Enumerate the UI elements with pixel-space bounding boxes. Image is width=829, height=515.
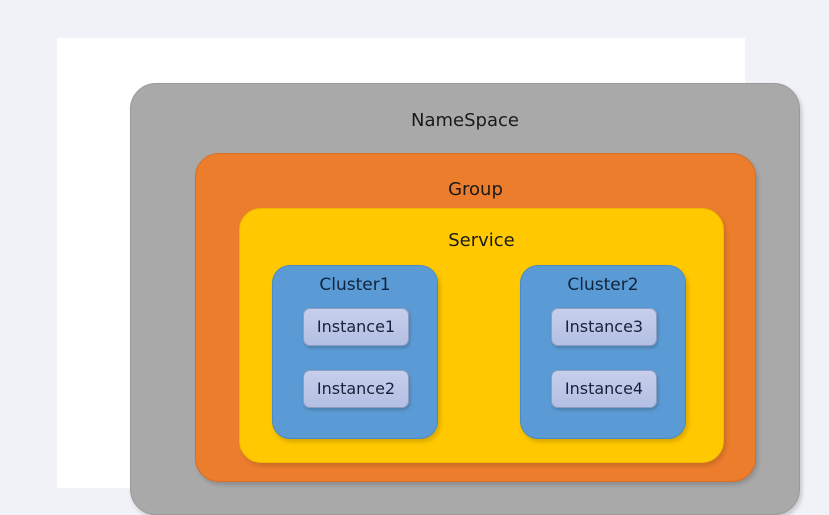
cluster-box: Cluster1 Instance1 Instance2 <box>272 265 438 439</box>
cluster-label: Cluster1 <box>319 275 391 295</box>
service-label: Service <box>448 230 515 251</box>
instance-label: Instance3 <box>564 317 644 336</box>
instance-box: Instance4 <box>551 370 657 408</box>
instance-label: Instance4 <box>564 379 644 398</box>
instance-label: Instance2 <box>316 379 396 398</box>
group-container: Group Service Cluster1 Instance1 Instanc… <box>195 153 756 482</box>
instance-box: Instance2 <box>303 370 409 408</box>
instance-box: Instance1 <box>303 308 409 346</box>
service-container: Service Cluster1 Instance1 Instance2 Clu… <box>239 208 724 463</box>
instance-label: Instance1 <box>316 317 396 336</box>
namespace-label: NameSpace <box>411 110 519 131</box>
group-label: Group <box>448 179 503 200</box>
cluster-label: Cluster2 <box>567 275 639 295</box>
namespace-container: NameSpace Group Service Cluster1 Instanc… <box>130 83 800 515</box>
diagram-canvas: NameSpace Group Service Cluster1 Instanc… <box>57 38 800 515</box>
instance-box: Instance3 <box>551 308 657 346</box>
cluster-box: Cluster2 Instance3 Instance4 <box>520 265 686 439</box>
